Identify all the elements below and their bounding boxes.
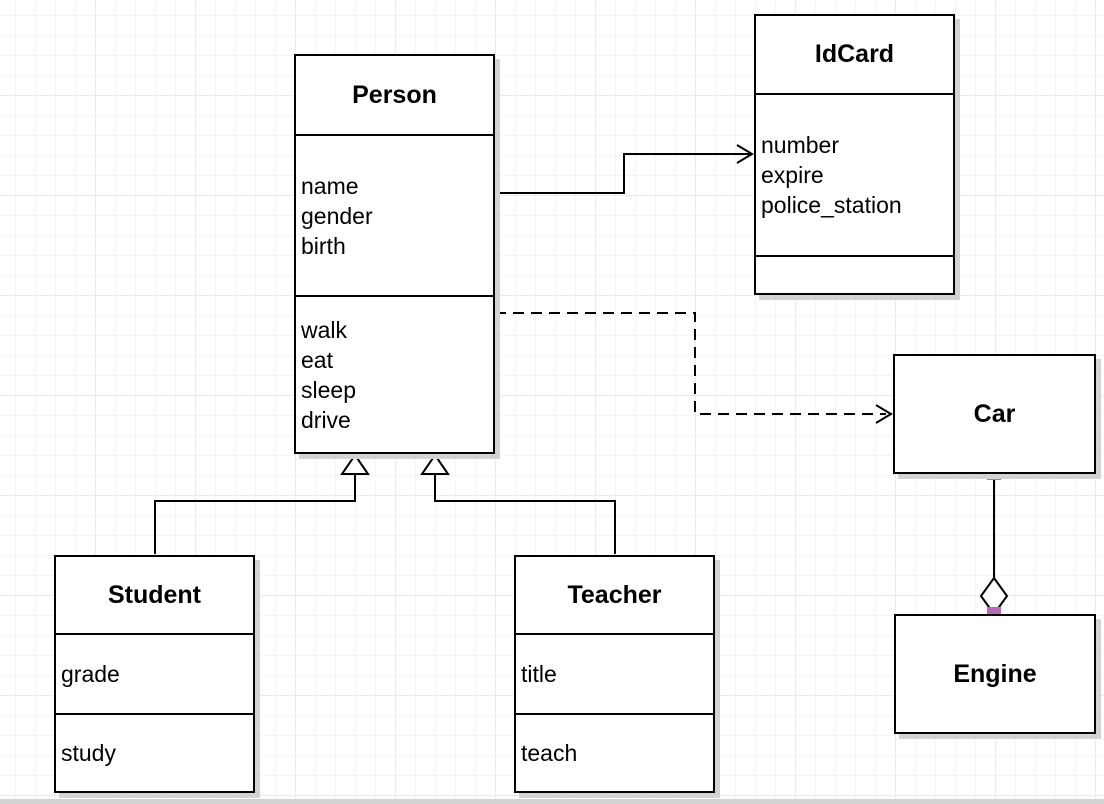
- attributes-section: title: [516, 635, 713, 715]
- attribute-label: expire: [761, 162, 824, 188]
- method-label: teach: [521, 740, 578, 766]
- hollow-triangle-icon: [420, 453, 450, 475]
- attribute-label: title: [521, 661, 557, 687]
- class-engine[interactable]: Engine: [894, 614, 1096, 734]
- method-label: drive: [301, 406, 351, 433]
- attributes-section: number expire police_station: [756, 95, 953, 257]
- class-title: Teacher: [516, 557, 713, 635]
- generalization-student-person[interactable]: [154, 453, 370, 554]
- dependency-person-car[interactable]: [495, 312, 893, 424]
- method-label: sleep: [301, 376, 356, 403]
- class-title: IdCard: [756, 16, 953, 95]
- methods-section: teach: [516, 715, 713, 791]
- method-label: study: [61, 740, 116, 766]
- class-car[interactable]: Car: [893, 354, 1096, 474]
- attributes-section: grade: [56, 635, 253, 715]
- hollow-triangle-icon: [340, 453, 370, 475]
- class-idcard[interactable]: IdCard number expire police_station: [754, 14, 955, 295]
- attribute-label: birth: [301, 232, 346, 259]
- methods-section: walk eat sleep drive: [296, 297, 493, 452]
- class-student[interactable]: Student grade study: [54, 555, 255, 793]
- open-arrow-icon: [875, 404, 893, 424]
- association-person-idcard[interactable]: [495, 144, 754, 194]
- attribute-label: name: [301, 172, 359, 199]
- methods-section: study: [56, 715, 253, 791]
- attribute-label: police_station: [761, 192, 902, 218]
- method-label: eat: [301, 346, 333, 373]
- class-title: Student: [56, 557, 253, 635]
- open-arrow-icon: [736, 144, 754, 164]
- attribute-label: number: [761, 132, 839, 158]
- class-title: Person: [296, 56, 493, 136]
- attributes-section: name gender birth: [296, 136, 493, 297]
- class-teacher[interactable]: Teacher title teach: [514, 555, 715, 793]
- generalization-teacher-person[interactable]: [420, 453, 616, 554]
- method-label: walk: [301, 316, 348, 343]
- class-title: Car: [973, 399, 1016, 428]
- canvas-bottom-edge: [0, 799, 1104, 804]
- attribute-label: gender: [301, 202, 373, 229]
- attribute-label: grade: [61, 661, 120, 687]
- class-title: Engine: [953, 659, 1037, 688]
- aggregation-car-engine[interactable]: [979, 466, 1009, 621]
- class-person[interactable]: Person name gender birth walk eat sleep …: [294, 54, 495, 454]
- methods-section-empty: [756, 257, 953, 293]
